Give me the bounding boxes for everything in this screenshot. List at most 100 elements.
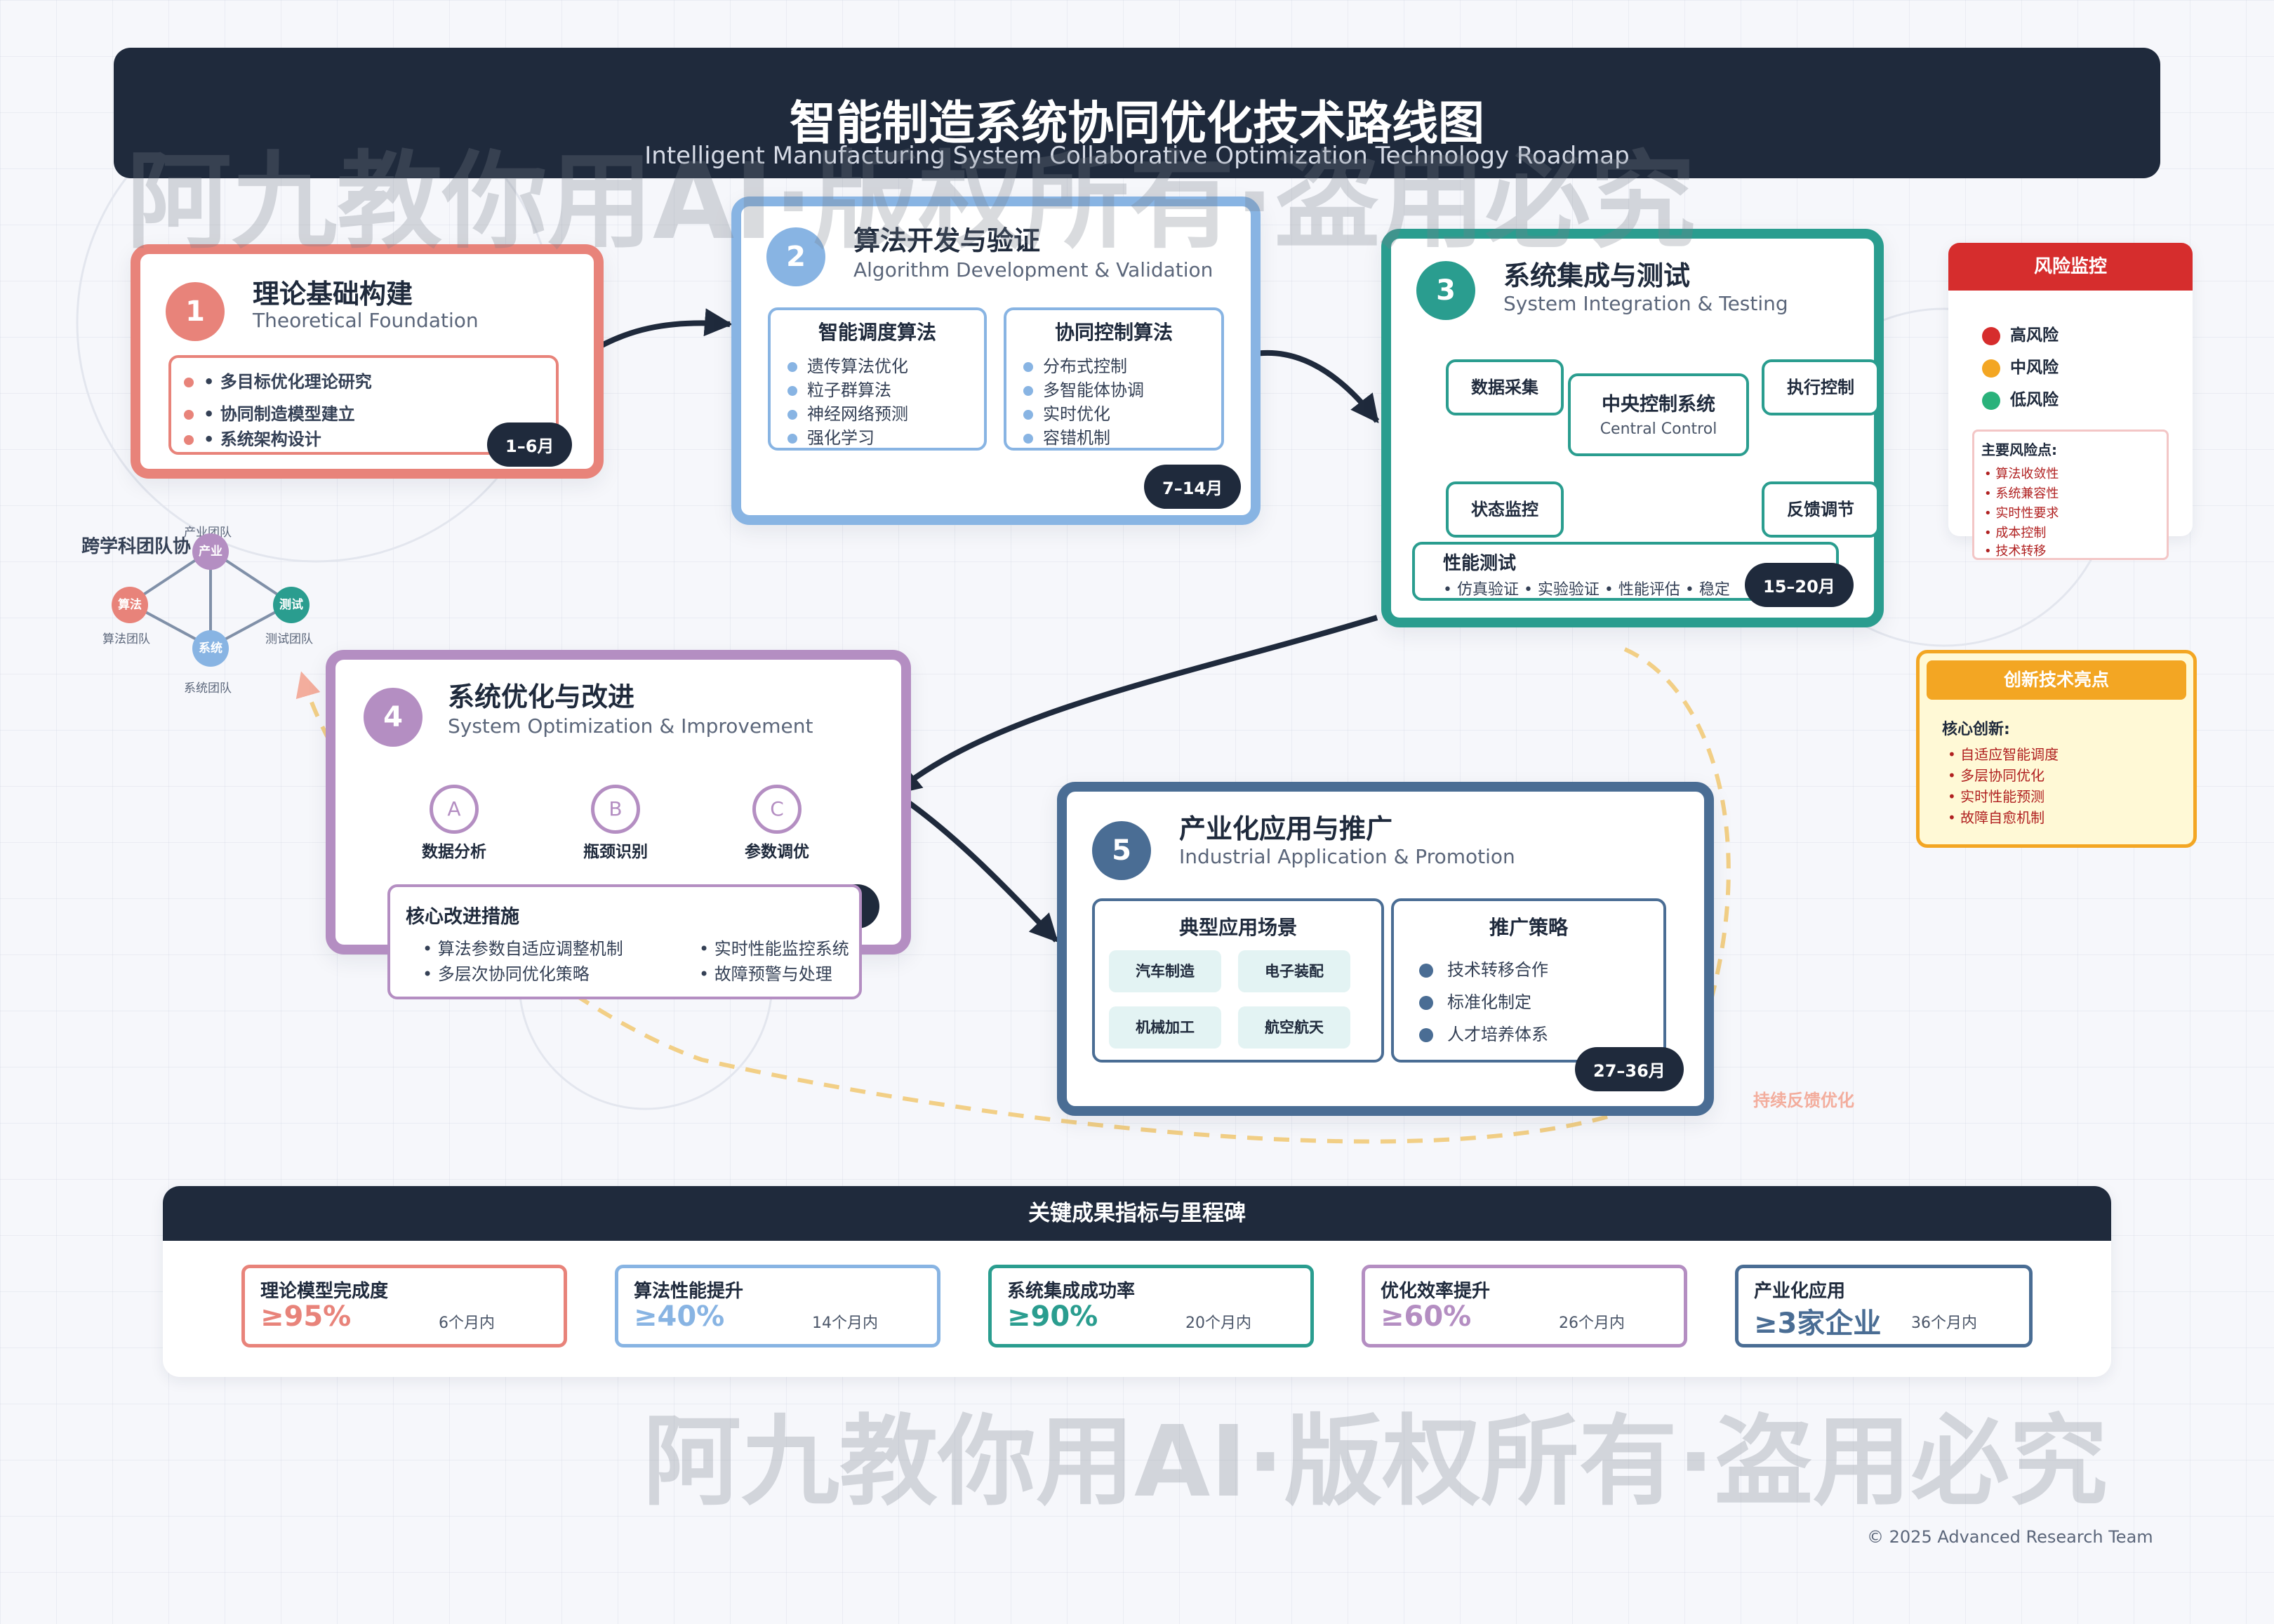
stage-1-title: 理论基础构建 bbox=[253, 279, 413, 310]
list-item: 多智能体协调 bbox=[1023, 376, 1144, 401]
list-item: 强化学习 bbox=[787, 424, 875, 448]
list-item: • 实时性要求 bbox=[1984, 506, 2059, 521]
team-node-system-label: 系统团队 bbox=[184, 681, 232, 695]
stage-3-number: 3 bbox=[1416, 261, 1475, 320]
arrow-1-to-2 bbox=[584, 308, 733, 357]
risk-points-box: 主要风险点: • 算法收敛性 • 系统兼容性 • 实时性要求 • 成本控制 • … bbox=[1972, 430, 2169, 560]
metrics-title: 关键成果指标与里程碑 bbox=[163, 1186, 2111, 1241]
watermark-top: 阿九教你用AI·版权所有·盗用必究 bbox=[126, 141, 1696, 263]
stage-4-number: 4 bbox=[364, 688, 423, 747]
metric-card-optimization: 优化效率提升 ≥60% 26个月内 bbox=[1362, 1265, 1687, 1347]
metric-card-industrial: 产业化应用 ≥3家企业 36个月内 bbox=[1735, 1265, 2033, 1347]
box-title: 典型应用场景 bbox=[1178, 916, 1297, 939]
stage-2-period-badge: 7–14月 bbox=[1144, 465, 1242, 509]
risk-level-medium: 中风险 bbox=[1982, 354, 2059, 378]
list-item: • 协同制造模型建立 bbox=[184, 400, 355, 425]
team-title: 跨学科团队协 bbox=[81, 536, 192, 557]
metric-time: 6个月内 bbox=[439, 1314, 495, 1332]
list-item: • 系统架构设计 bbox=[184, 425, 321, 450]
central-control-subtitle: Central Control bbox=[1600, 420, 1717, 438]
metric-value: ≥95% bbox=[260, 1300, 352, 1333]
flow-step-b-label: 瓶颈识别 bbox=[583, 843, 648, 861]
team-node-testing-label: 测试团队 bbox=[265, 632, 313, 646]
central-control-node: 中央控制系统 Central Control bbox=[1568, 373, 1749, 456]
team-node-testing: 测试 bbox=[273, 587, 310, 623]
box-title: 协同控制算法 bbox=[1054, 321, 1173, 344]
team-node-algorithm-label: 算法团队 bbox=[102, 632, 150, 646]
stage-1-card: 1 理论基础构建 Theoretical Foundation • 多目标优化理… bbox=[131, 244, 604, 479]
stage-3-card: 3 系统集成与测试 System Integration & Testing 中… bbox=[1381, 229, 1884, 627]
metrics-panel: 关键成果指标与里程碑 理论模型完成度 ≥95% 6个月内 算法性能提升 ≥40%… bbox=[163, 1186, 2111, 1377]
team-node-system: 系统 bbox=[192, 630, 229, 667]
page-title: 智能制造系统协同优化技术路线图 bbox=[790, 96, 1484, 150]
list-item: • 成本控制 bbox=[1984, 526, 2047, 540]
stage-5-period-badge: 27–36月 bbox=[1575, 1047, 1684, 1091]
arrow-4-to-5 bbox=[893, 790, 1058, 943]
feedback-label: 持续反馈优化 bbox=[1753, 1091, 1854, 1110]
list-item: 粒子群算法 bbox=[787, 376, 891, 401]
status-monitor-node: 状态监控 bbox=[1446, 481, 1564, 538]
metric-label: 产业化应用 bbox=[1754, 1281, 1846, 1302]
performance-test-title: 性能测试 bbox=[1443, 553, 1517, 574]
scheduling-algorithm-box: 智能调度算法 遗传算法优化 粒子群算法 神经网络预测 强化学习 bbox=[768, 307, 987, 451]
metric-value: ≥3家企业 bbox=[1754, 1307, 1882, 1340]
list-item: • 技术转移 bbox=[1984, 544, 2047, 559]
stage-3-subtitle: System Integration & Testing bbox=[1503, 292, 1788, 315]
data-collection-node: 数据采集 bbox=[1446, 359, 1564, 415]
stage-3-title: 系统集成与测试 bbox=[1503, 260, 1691, 291]
scene-machining: 机械加工 bbox=[1109, 1006, 1221, 1049]
metric-label: 算法性能提升 bbox=[634, 1281, 744, 1302]
metric-time: 14个月内 bbox=[812, 1314, 878, 1332]
list-item: 人才培养体系 bbox=[1419, 1020, 1548, 1045]
risk-level-low: 低风险 bbox=[1982, 386, 2059, 410]
stage-2-title: 算法开发与验证 bbox=[853, 225, 1041, 256]
box-title: 推广策略 bbox=[1489, 916, 1568, 939]
box-title: 智能调度算法 bbox=[818, 321, 936, 344]
list-item: • 故障预警与处理 bbox=[699, 964, 832, 984]
stage-5-subtitle: Industrial Application & Promotion bbox=[1179, 845, 1515, 868]
list-item: • 实时性能监控系统 bbox=[699, 939, 849, 959]
innovation-title: 创新技术亮点 bbox=[1927, 660, 2186, 700]
flow-step-c-label: 参数调优 bbox=[745, 843, 809, 861]
feedback-adjust-node: 反馈调节 bbox=[1762, 481, 1880, 538]
list-item: • 多目标优化理论研究 bbox=[184, 368, 372, 392]
stage-5-card: 5 产业化应用与推广 Industrial Application & Prom… bbox=[1057, 782, 1714, 1116]
metric-label: 系统集成成功率 bbox=[1007, 1281, 1136, 1302]
list-item: 技术转移合作 bbox=[1419, 956, 1548, 980]
metric-value: ≥40% bbox=[634, 1300, 725, 1333]
list-item: • 自适应智能调度 bbox=[1948, 746, 2059, 763]
list-item: • 实时性能预测 bbox=[1948, 788, 2045, 805]
page-subtitle: Intelligent Manufacturing System Collabo… bbox=[644, 142, 1630, 170]
risk-monitor-title: 风险监控 bbox=[1948, 243, 2193, 291]
flow-step-b: B bbox=[591, 785, 640, 834]
title-bar: 智能制造系统协同优化技术路线图 Intelligent Manufacturin… bbox=[114, 48, 2160, 178]
arrow-2-to-3 bbox=[1250, 350, 1380, 424]
stage-3-period-badge: 15–20月 bbox=[1745, 563, 1854, 607]
stage-5-title: 产业化应用与推广 bbox=[1179, 813, 1393, 844]
stage-4-title: 系统优化与改进 bbox=[448, 681, 635, 712]
risk-monitor-panel: 风险监控 高风险 中风险 低风险 主要风险点: • 算法收敛性 • 系统兼容性 … bbox=[1948, 243, 2193, 560]
list-item: • 多层次协同优化策略 bbox=[423, 964, 590, 984]
list-item: 分布式控制 bbox=[1023, 352, 1127, 377]
team-node-industry: 产业 bbox=[192, 533, 229, 570]
list-item: • 多层协同优化 bbox=[1948, 767, 2045, 784]
footer-copyright: © 2025 Advanced Research Team bbox=[1867, 1527, 2153, 1547]
arrow-3-to-4 bbox=[892, 615, 1378, 796]
metric-time: 20个月内 bbox=[1185, 1314, 1251, 1332]
stage-1-subtitle: Theoretical Foundation bbox=[253, 309, 479, 332]
metric-card-integration: 系统集成成功率 ≥90% 20个月内 bbox=[988, 1265, 1314, 1347]
stage-4-subtitle: System Optimization & Improvement bbox=[448, 714, 813, 738]
innovation-panel: 创新技术亮点 核心创新: • 自适应智能调度 • 多层协同优化 • 实时性能预测… bbox=[1916, 650, 2197, 848]
core-improvement-title: 核心改进措施 bbox=[406, 906, 519, 928]
metric-value: ≥90% bbox=[1007, 1300, 1098, 1333]
stage-1-number: 1 bbox=[166, 282, 225, 341]
flow-step-a: A bbox=[430, 785, 479, 834]
risk-points-title: 主要风险点: bbox=[1981, 441, 2057, 458]
stage-2-number: 2 bbox=[766, 227, 825, 286]
list-item: • 故障自愈机制 bbox=[1948, 809, 2045, 826]
watermark-bottom: 阿九教你用AI·版权所有·盗用必究 bbox=[643, 1405, 2108, 1519]
list-item: 容错机制 bbox=[1023, 424, 1110, 448]
flow-step-a-label: 数据分析 bbox=[422, 843, 486, 861]
feedback-loop bbox=[295, 647, 1731, 1144]
stage-2-subtitle: Algorithm Development & Validation bbox=[853, 258, 1214, 281]
